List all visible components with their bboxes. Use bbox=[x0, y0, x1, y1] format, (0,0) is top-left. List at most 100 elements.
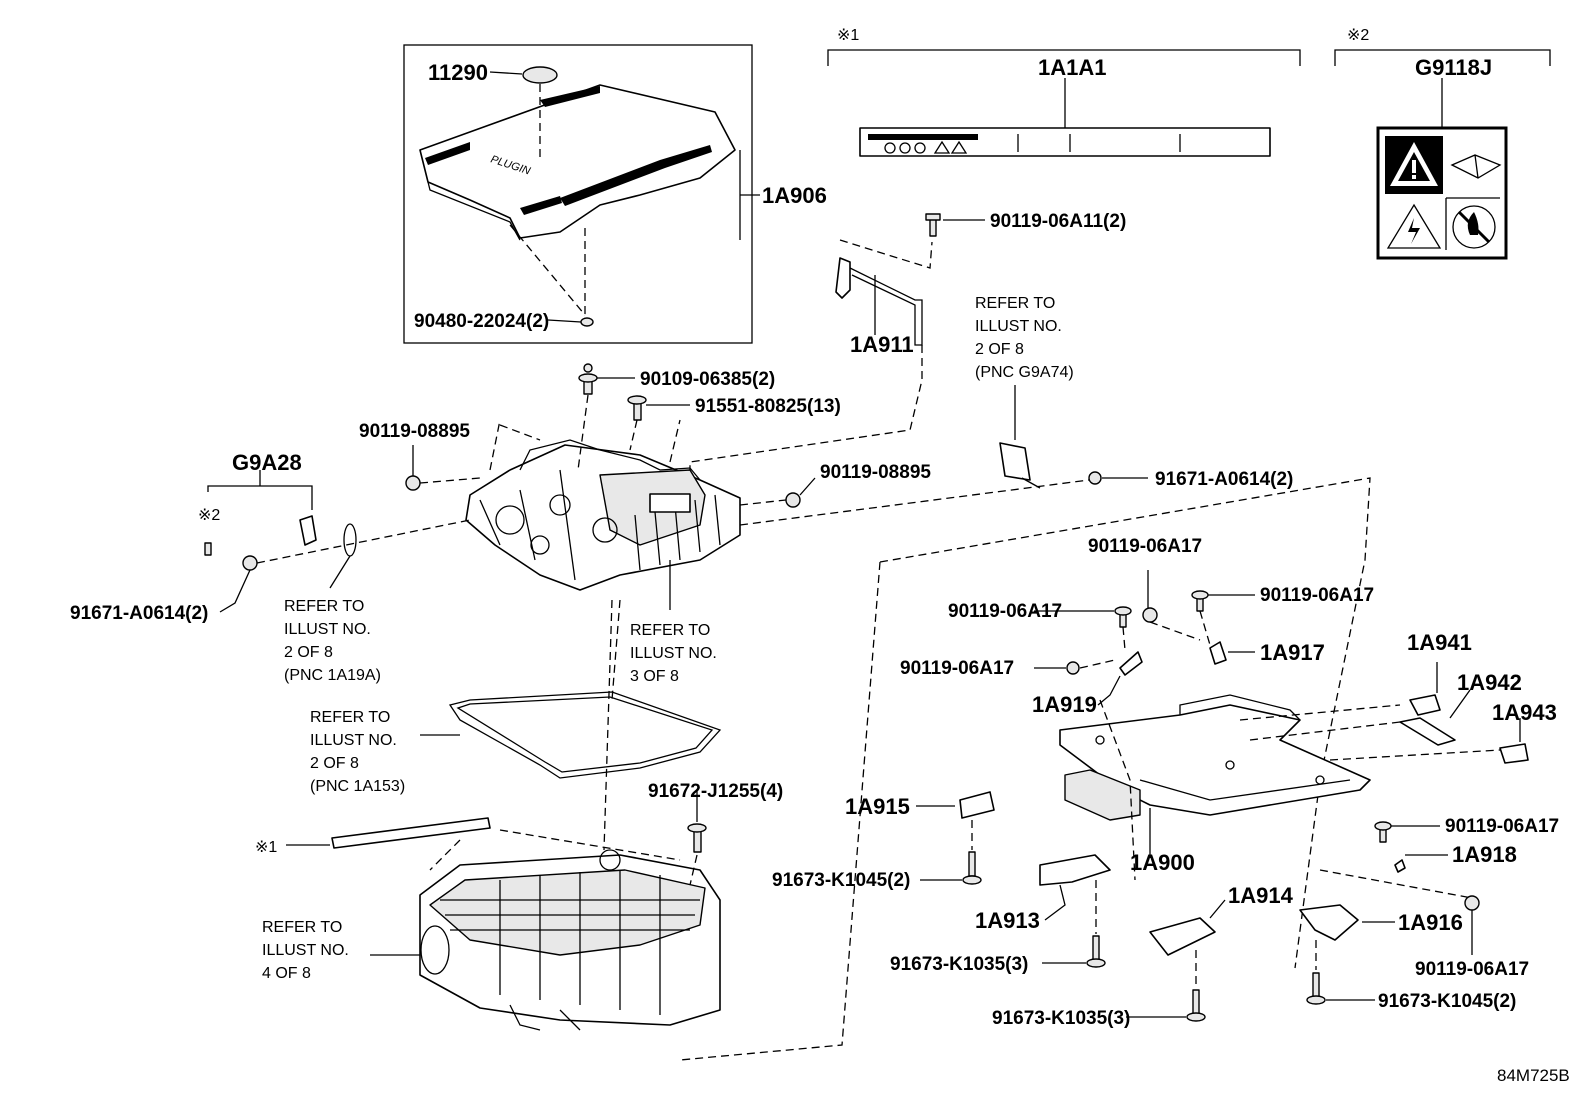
label-90119-06A17-d: 90119-06A17 bbox=[900, 658, 1014, 679]
svg-text:(PNC 1A153): (PNC 1A153) bbox=[310, 778, 405, 795]
bolt-91671-left bbox=[242, 555, 258, 571]
figure-id: 84M725B bbox=[1497, 1066, 1570, 1085]
fasteners-top bbox=[405, 363, 816, 508]
engine-cover bbox=[419, 84, 736, 239]
clip-1A918 bbox=[1394, 859, 1406, 873]
label-1A942: 1A942 bbox=[1457, 670, 1522, 695]
svg-text:ILLUST NO.: ILLUST NO. bbox=[630, 645, 717, 662]
label-1A919: 1A919 bbox=[1032, 692, 1097, 717]
grommet-90480 bbox=[580, 317, 594, 327]
svg-text:ILLUST NO.: ILLUST NO. bbox=[975, 318, 1062, 335]
svg-text:ILLUST NO.: ILLUST NO. bbox=[262, 942, 349, 959]
lower-inverter bbox=[286, 790, 721, 1031]
clip-1A941 bbox=[1409, 694, 1441, 716]
bolt-90119-08895-left bbox=[405, 475, 421, 491]
label-90109-06385: 90109-06385(2) bbox=[640, 369, 775, 390]
svg-text:ILLUST NO.: ILLUST NO. bbox=[310, 732, 397, 749]
label-G9A28: G9A28 bbox=[232, 450, 302, 475]
sensor-G9A28 bbox=[299, 515, 317, 546]
label-1A918: 1A918 bbox=[1452, 842, 1517, 867]
note-2of8-1a153: REFER TO ILLUST NO. 2 OF 8 (PNC 1A153) bbox=[310, 709, 405, 795]
inverter-housing bbox=[465, 419, 741, 610]
cover-group: PLUGIN bbox=[403, 44, 760, 344]
label-1A914: 1A914 bbox=[1228, 883, 1294, 908]
label-91673-K1035-a: 91673-K1035(3) bbox=[890, 954, 1028, 975]
label-90119-08895-right: 90119-08895 bbox=[820, 462, 931, 483]
label-1A911: 1A911 bbox=[850, 332, 914, 357]
cover-inset-box bbox=[403, 44, 753, 344]
svg-text:REFER TO: REFER TO bbox=[284, 598, 364, 615]
mark-1-top: ※1 bbox=[837, 27, 859, 44]
label-91673-K1035-b: 91673-K1035(3) bbox=[992, 1008, 1130, 1029]
bracket-1A914 bbox=[1149, 917, 1216, 956]
note-3of8: REFER TO ILLUST NO. 3 OF 8 bbox=[630, 622, 717, 685]
mark-2-left: ※2 bbox=[198, 507, 220, 524]
svg-text:REFER TO: REFER TO bbox=[262, 919, 342, 936]
mark-2-top: ※2 bbox=[1347, 27, 1369, 44]
label-1A916: 1A916 bbox=[1398, 910, 1463, 935]
label-91671-A0614-right: 91671-A0614(2) bbox=[1155, 469, 1293, 490]
bracket-1A917 bbox=[1209, 641, 1227, 665]
label-90119-06A17-e: 90119-06A17 bbox=[1445, 816, 1559, 837]
assembly-guide-lines bbox=[679, 477, 1371, 1061]
bolt-91671-right bbox=[1088, 471, 1102, 485]
bolt-90119-08895-right bbox=[785, 492, 801, 508]
label-91551-80825: 91551-80825(13) bbox=[695, 396, 841, 417]
clips bbox=[1239, 662, 1529, 764]
caution-label-1A1A1 bbox=[859, 127, 1271, 157]
note-4of8: REFER TO ILLUST NO. 4 OF 8 bbox=[262, 919, 349, 982]
svg-text:(PNC 1A19A): (PNC 1A19A) bbox=[284, 667, 381, 684]
label-1A917: 1A917 bbox=[1260, 640, 1325, 665]
label-90119-06A11: 90119-06A11(2) bbox=[990, 211, 1126, 232]
label-91671-A0614-left: 91671-A0614(2) bbox=[70, 603, 208, 624]
label-90480-22024: 90480-22024(2) bbox=[414, 311, 549, 332]
label-1A943: 1A943 bbox=[1492, 700, 1557, 725]
reference-notes: REFER TO ILLUST NO. 2 OF 8 (PNC G9A74) R… bbox=[262, 295, 1074, 982]
tray-1A900 bbox=[1059, 704, 1371, 816]
clip-1A942 bbox=[1399, 717, 1456, 746]
sensor-group-G9A28 bbox=[204, 470, 471, 613]
fasteners-tray bbox=[920, 570, 1480, 1022]
mark-1-left: ※1 bbox=[255, 839, 277, 856]
svg-text:2 OF 8: 2 OF 8 bbox=[975, 341, 1024, 358]
cap-11290 bbox=[522, 66, 558, 84]
svg-text:2 OF 8: 2 OF 8 bbox=[284, 644, 333, 661]
bolt-91672 bbox=[693, 829, 702, 853]
label-90119-06A17-f: 90119-06A17 bbox=[1415, 959, 1529, 980]
part-labels: 11290 1A906 90480-22024(2) 90109-06385(2… bbox=[70, 27, 1559, 1029]
seal-strip bbox=[331, 817, 491, 849]
tray-group bbox=[1059, 694, 1371, 858]
bolt-91551 bbox=[633, 401, 642, 421]
svg-text:(PNC G9A74): (PNC G9A74) bbox=[975, 364, 1074, 381]
label-brackets bbox=[827, 49, 1551, 260]
note-2of8-g9a74: REFER TO ILLUST NO. 2 OF 8 (PNC G9A74) bbox=[975, 295, 1074, 381]
bracket-group-1A911 bbox=[689, 213, 985, 475]
label-G9118J: G9118J bbox=[1415, 55, 1492, 80]
svg-text:2 OF 8: 2 OF 8 bbox=[310, 755, 359, 772]
bracket-1A911 bbox=[835, 257, 851, 299]
clip-1A943 bbox=[1499, 743, 1529, 764]
label-1A906: 1A906 bbox=[762, 183, 827, 208]
label-90119-06A17-a: 90119-06A17 bbox=[1088, 536, 1202, 557]
label-1A900: 1A900 bbox=[1130, 850, 1195, 875]
svg-text:REFER TO: REFER TO bbox=[975, 295, 1055, 312]
label-1A1A1: 1A1A1 bbox=[1038, 55, 1106, 80]
label-91673-K1045-right: 91673-K1045(2) bbox=[1378, 991, 1516, 1012]
tray-brackets bbox=[916, 641, 1448, 956]
label-1A941: 1A941 bbox=[1407, 630, 1472, 655]
bracket-1A916 bbox=[1299, 904, 1359, 941]
label-11290: 11290 bbox=[428, 60, 488, 85]
bracket-1A915 bbox=[959, 791, 995, 819]
harness-group bbox=[739, 385, 1148, 526]
svg-text:4 OF 8: 4 OF 8 bbox=[262, 965, 311, 982]
note-2of8-1a19a: REFER TO ILLUST NO. 2 OF 8 (PNC 1A19A) bbox=[284, 598, 381, 684]
svg-text:ILLUST NO.: ILLUST NO. bbox=[284, 621, 371, 638]
svg-text:REFER TO: REFER TO bbox=[630, 622, 710, 639]
gasket-1A153 bbox=[448, 691, 722, 779]
svg-text:3 OF 8: 3 OF 8 bbox=[630, 668, 679, 685]
gasket bbox=[420, 599, 722, 851]
label-91673-K1045-left: 91673-K1045(2) bbox=[772, 870, 910, 891]
label-1A913: 1A913 bbox=[975, 908, 1040, 933]
